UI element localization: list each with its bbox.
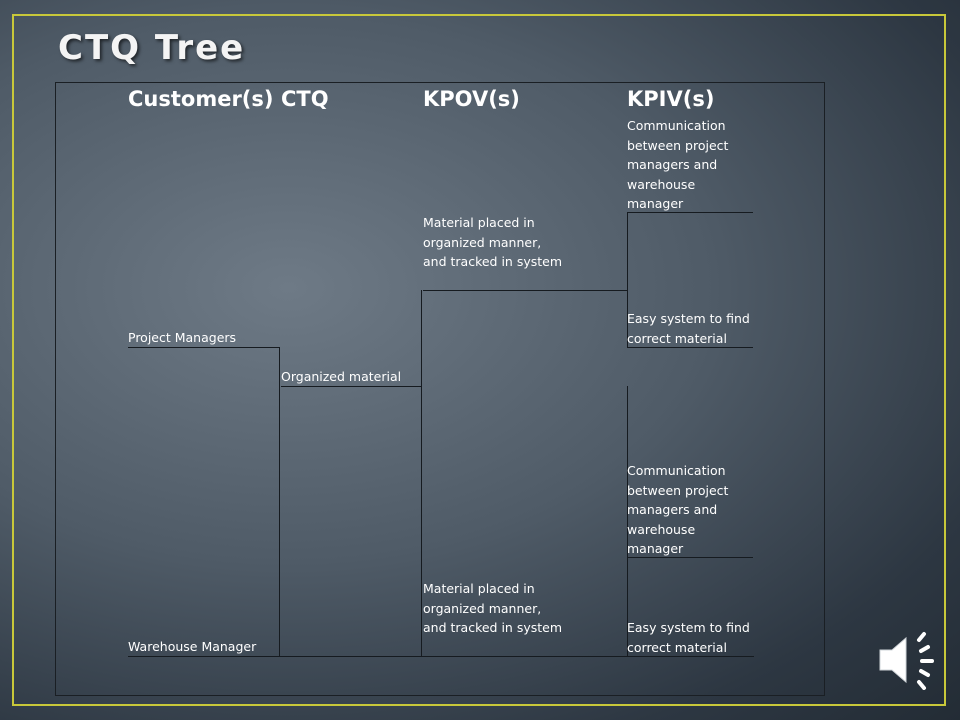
connector-ctq (281, 386, 422, 387)
kpiv-item-1: Communication between project managers a… (627, 118, 729, 211)
connector-kpov-vertical (421, 290, 422, 657)
kpiv-item-4: Easy system to find correct material (627, 620, 750, 655)
kpiv-item-2: Easy system to find correct material (627, 311, 750, 346)
speaker-icon[interactable] (876, 630, 940, 690)
customer-warehouse-manager: Warehouse Manager (128, 639, 257, 654)
kpov-item-1: Material placed in organized manner, and… (423, 215, 563, 269)
connector-kpiv-1 (627, 212, 753, 213)
header-kpiv: KPIV(s) (627, 87, 715, 111)
customer-project-managers: Project Managers (128, 330, 237, 345)
connector-kpiv-vertical-1 (627, 212, 628, 348)
connector-kpiv-3 (627, 557, 753, 558)
kpov-item-2: Material placed in organized manner, and… (423, 581, 563, 635)
slide-title: CTQ Tree (58, 28, 246, 68)
header-kpov: KPOV(s) (423, 87, 520, 111)
connector-kpiv-vertical-2 (627, 386, 628, 657)
ctq-tree-table (55, 82, 825, 696)
header-customers: Customer(s) (128, 87, 274, 111)
connector-kpov-1 (423, 290, 628, 291)
slide-frame (12, 14, 946, 706)
connector-bottom (128, 656, 754, 657)
ctq-organized-material: Organized material (281, 369, 402, 384)
connector-ctq-vertical (279, 347, 280, 657)
kpiv-item-3: Communication between project managers a… (627, 463, 729, 556)
header-ctq: CTQ (281, 87, 329, 111)
connector-customer-1 (128, 347, 280, 348)
connector-kpiv-2 (627, 347, 753, 348)
